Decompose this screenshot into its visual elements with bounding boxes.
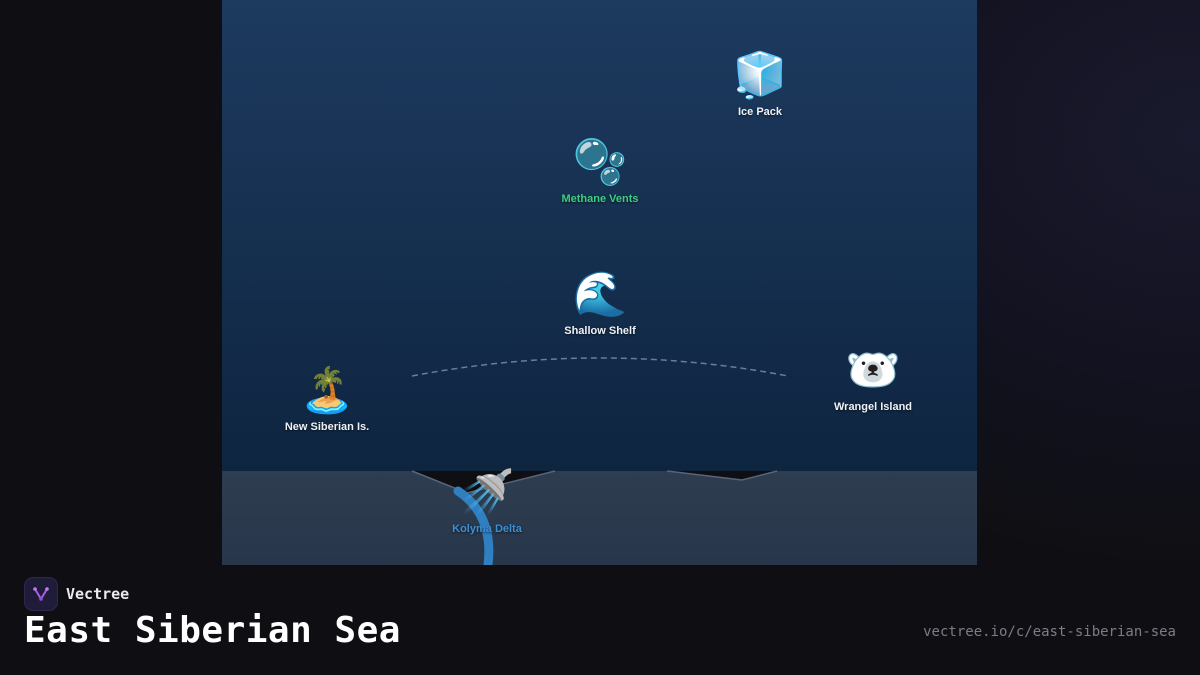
marker-label: New Siberian Is. [284,421,370,433]
desert-island-icon: 🏝️ [299,366,355,415]
polar-bear-icon: 🐻‍❄️ [845,346,901,395]
map-canvas: 🧊 Ice Pack 🫧 Methane Vents 🌊 Shallow She… [222,0,977,565]
sea-area [222,0,977,471]
shelf-boundary-line [411,357,789,377]
marker-label: Wrangel Island [833,401,913,413]
brand: Vectree [24,577,129,611]
page-title: East Siberian Sea [24,610,401,651]
marker-wrangel-island[interactable]: 🐻‍❄️ Wrangel Island [834,345,912,413]
page-url[interactable]: vectree.io/c/east-siberian-sea [923,624,1176,640]
marker-label: Shallow Shelf [564,325,636,337]
bubbles-icon: 🫧 [572,138,628,187]
marker-ice-pack[interactable]: 🧊 Ice Pack [733,50,788,118]
marker-methane-vents[interactable]: 🫧 Methane Vents [561,137,638,205]
marker-label: Ice Pack [737,106,783,118]
shower-icon: 🚿 [459,468,515,517]
map-background [222,0,977,565]
coastline-land [222,471,977,565]
marker-kolyma-delta[interactable]: 🚿 Kolyma Delta [452,467,522,535]
marker-new-siberian-islands[interactable]: 🏝️ New Siberian Is. [285,365,369,433]
ice-cube-icon: 🧊 [732,51,788,100]
kolyma-river [453,486,494,565]
vectree-logo-icon [24,577,58,611]
marker-label: Kolyma Delta [452,523,522,535]
marker-shallow-shelf[interactable]: 🌊 Shallow Shelf [564,269,636,337]
brand-name: Vectree [66,585,130,603]
wave-icon: 🌊 [572,270,628,319]
marker-label: Methane Vents [561,193,639,205]
